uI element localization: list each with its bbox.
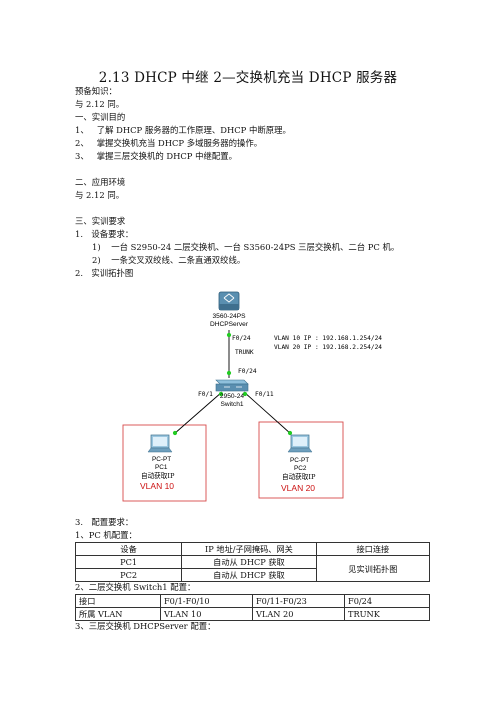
- table-row: 所属 VLAN VLAN 10 VLAN 20 TRUNK: [75, 607, 430, 621]
- equipment-num: 1): [92, 242, 101, 252]
- table-cell: PC1: [74, 555, 183, 569]
- table-row: PC2 自动从 DHCP 获取: [74, 568, 430, 582]
- trunk-label: TRUNK: [235, 349, 254, 356]
- prereq-text: 与 2.12 同。: [75, 99, 125, 109]
- pc2-vlan-box: [258, 421, 344, 499]
- dhcpserver-config-label: 3、三层交换机 DHCPServer 配置：: [75, 621, 216, 631]
- pc-config-table: 设备 IP 地址/子网掩码、网关 接口连接 PC1 自动从 DHCP 获取 见实…: [74, 542, 431, 582]
- equipment-item-2: 2) 一条交叉双绞线、二条直通双绞线。: [92, 255, 245, 266]
- table-cell: VLAN 10: [159, 607, 253, 621]
- equipment-label: 1. 设备要求：: [75, 229, 134, 239]
- vlan20-ip-label: VLAN 20 IP : 192.168.2.254/24: [274, 344, 382, 351]
- table-header-row: 设备 IP 地址/子网掩码、网关 接口连接: [74, 542, 431, 556]
- table-cell: TRUNK: [344, 607, 430, 621]
- table-cell: F0/1-F0/10: [159, 594, 253, 608]
- access-name-label: Switch1: [220, 401, 243, 408]
- equipment-text: 一台 S2950-24 二层交换机、一台 S3560-24PS 三层交换机、二台…: [111, 242, 400, 252]
- table-cell: PC2: [74, 568, 183, 582]
- objective-text: 了解 DHCP 服务器的工作原理、DHCP 中断原理。: [96, 125, 291, 135]
- section2-heading: 二、应用环境: [75, 177, 126, 187]
- port-dot: [242, 391, 248, 397]
- objective-num: 3、: [75, 151, 89, 161]
- core-model-label: 3560-24PS: [213, 313, 247, 320]
- config-label: 3. 配置要求：: [75, 517, 134, 527]
- multilayer-switch-icon[interactable]: [218, 291, 240, 311]
- section2-text: 与 2.12 同。: [75, 190, 125, 200]
- link-pc1: [173, 391, 223, 435]
- table-header-cell: IP 地址/子网掩码、网关: [181, 542, 317, 556]
- table-cell: 所属 VLAN: [75, 607, 161, 621]
- pc1-vlan-box: [122, 424, 207, 502]
- topology-label: 2. 实训拓扑图: [75, 268, 134, 278]
- table-cell: 自动从 DHCP 获取: [181, 568, 317, 582]
- pc2-vlan-label: VLAN 20: [281, 483, 315, 493]
- objective-num: 1、: [75, 125, 89, 135]
- section3-heading: 三、实训要求: [75, 216, 126, 226]
- section1-heading: 一、实训目的: [75, 112, 126, 122]
- table-header-cell: 接口连接: [315, 542, 431, 556]
- port-left-label: F0/1: [198, 391, 213, 398]
- table-row: PC1 自动从 DHCP 获取 见实训拓扑图: [74, 555, 431, 582]
- network-topology: 3560-24PS DHCPServer F0/24 TRUNK VLAN 10…: [118, 284, 418, 502]
- table-cell: F0/11-F0/23: [251, 594, 346, 608]
- objective-item-1: 1、 了解 DHCP 服务器的工作原理、DHCP 中断原理。: [75, 125, 291, 136]
- switch1-config-label: 2、二层交换机 Switch1 配置：: [75, 582, 196, 592]
- port-dot: [218, 391, 224, 397]
- port-dot: [226, 332, 232, 338]
- objective-item-2: 2、 掌握交换机充当 DHCP 多域服务器的操作。: [75, 138, 262, 149]
- port-dot: [172, 430, 178, 436]
- table-cell-merged: 见实训拓扑图: [315, 555, 431, 582]
- switch1-config-table: 接口 F0/1-F0/10 F0/11-F0/23 F0/24 所属 VLAN …: [75, 594, 430, 621]
- pc1-type-label: PC-PT: [152, 456, 171, 463]
- equipment-text: 一条交叉双绞线、二条直通双绞线。: [111, 255, 246, 265]
- equipment-item-1: 1) 一台 S2950-24 二层交换机、一台 S3560-24PS 三层交换机…: [92, 242, 399, 253]
- pc1-icon[interactable]: [147, 434, 173, 453]
- table-cell: 接口: [75, 594, 161, 608]
- pc2-type-label: PC-PT: [290, 457, 309, 464]
- table-header-cell: 设备: [74, 542, 183, 556]
- pc1-name-label: PC1: [155, 464, 168, 471]
- access-model-label: 2950-24: [220, 393, 245, 400]
- pc1-vlan-label: VLAN 10: [140, 481, 174, 491]
- link-pc2: [243, 391, 292, 435]
- access-port-up-label: F0/24: [238, 368, 257, 375]
- objective-num: 2、: [75, 138, 89, 148]
- port-right-label: F0/11: [255, 391, 274, 398]
- table-cell: 自动从 DHCP 获取: [181, 555, 317, 569]
- pc-config-label: 1、PC 机配置：: [75, 530, 137, 540]
- equipment-num: 2): [92, 255, 101, 265]
- pc1-note-label: 自动获取IP: [141, 471, 175, 480]
- objective-text: 掌握交换机充当 DHCP 多域服务器的操作。: [96, 138, 263, 148]
- table-cell: F0/24: [344, 594, 430, 608]
- port-dot: [226, 370, 232, 376]
- table-cell: VLAN 20: [251, 607, 346, 621]
- pc2-name-label: PC2: [294, 465, 307, 472]
- prereq-label: 预备知识：: [75, 86, 117, 96]
- page-title: 2.13 DHCP 中继 2—交换机充当 DHCP 服务器: [98, 70, 398, 86]
- core-port-label: F0/24: [232, 335, 251, 342]
- pc2-icon[interactable]: [287, 434, 313, 453]
- port-dot: [287, 430, 293, 436]
- objective-item-3: 3、 掌握三层交换机的 DHCP 中继配置。: [75, 151, 237, 162]
- objective-text: 掌握三层交换机的 DHCP 中继配置。: [96, 151, 237, 161]
- vlan10-ip-label: VLAN 10 IP : 192.168.1.254/24: [274, 335, 382, 342]
- table-row: 接口 F0/1-F0/10 F0/11-F0/23 F0/24: [75, 594, 430, 608]
- topology-svg: 3560-24PS DHCPServer F0/24 TRUNK VLAN 10…: [122, 291, 382, 502]
- switch-icon[interactable]: [215, 379, 249, 392]
- pc2-note-label: 自动获取IP: [282, 472, 316, 481]
- core-name-label: DHCPServer: [210, 321, 249, 328]
